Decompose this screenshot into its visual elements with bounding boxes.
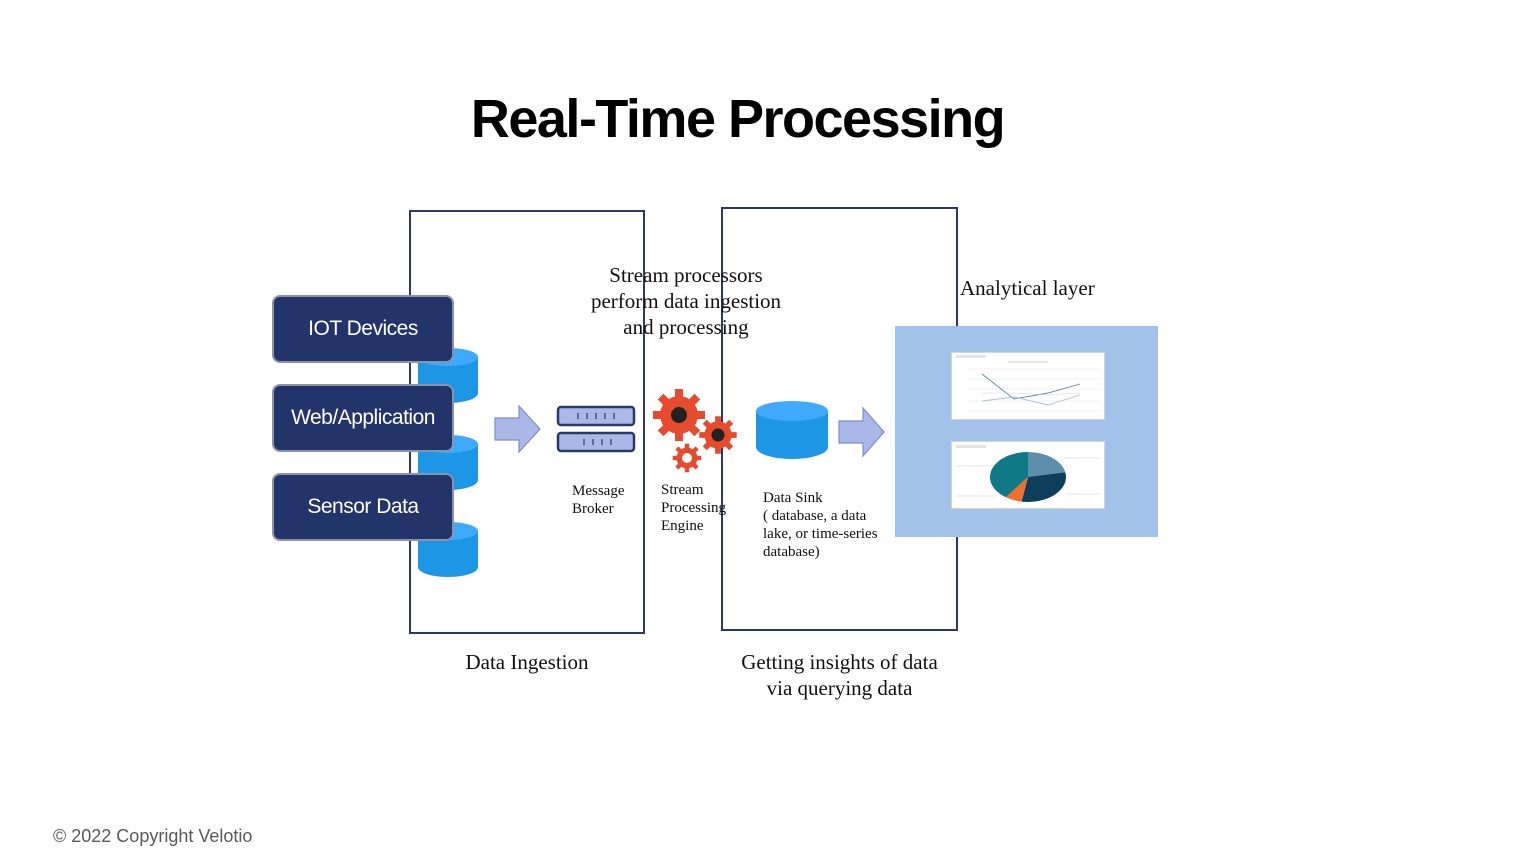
source-iot-devices: IOT Devices xyxy=(272,295,454,363)
line-chart-icon xyxy=(956,355,1100,412)
page-title: Real-Time Processing xyxy=(470,89,1006,149)
pie-chart-icon xyxy=(956,445,1100,502)
arrow-right-icon xyxy=(494,404,541,454)
database-icon xyxy=(756,401,828,459)
gears-icon xyxy=(653,389,737,473)
engine-label: Stream Processing Engine xyxy=(661,482,726,534)
line-chart-card xyxy=(951,352,1105,420)
stream-caption: Stream processors perform data ingestion… xyxy=(590,263,782,339)
arrow-right-icon xyxy=(838,406,885,458)
message-broker-label: Message Broker xyxy=(572,483,625,517)
server-rack-icon xyxy=(556,405,636,453)
data-ingestion-label: Data Ingestion xyxy=(465,650,589,674)
copyright-text: © 2022 Copyright Velotio xyxy=(53,826,253,846)
pie-chart-card xyxy=(951,441,1105,509)
source-sensor-data: Sensor Data xyxy=(272,473,454,541)
analytical-layer-label: Analytical layer xyxy=(960,276,1095,300)
data-sink-label: Data Sink ( database, a data lake, or ti… xyxy=(763,490,878,560)
source-web-application: Web/Application xyxy=(272,384,454,452)
insights-label: Getting insights of data via querying da… xyxy=(741,650,938,700)
